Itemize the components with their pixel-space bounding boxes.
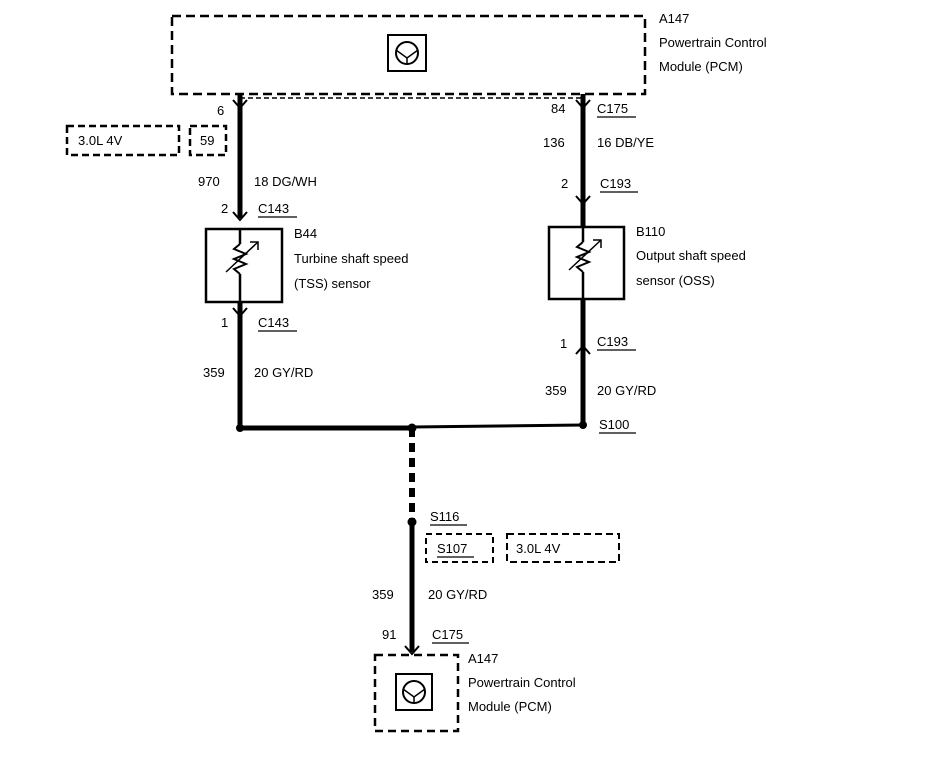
bottom-circuit: 359 bbox=[372, 587, 394, 602]
pcm-top-icon bbox=[387, 34, 427, 72]
left-pcm-pin-arrow bbox=[232, 99, 248, 110]
bottom-wire: 20 GY/RD bbox=[428, 587, 487, 602]
left-alt-pin-box bbox=[188, 124, 228, 157]
right-circuit: 136 bbox=[543, 135, 565, 150]
left-pin-bottom: 1 bbox=[221, 315, 228, 330]
left-engine-tag: 3.0L 4V bbox=[78, 133, 123, 148]
pcm-bottom-id: A147 bbox=[468, 651, 498, 666]
left-c143-top-arrow bbox=[232, 211, 248, 222]
right-pin-bottom: 1 bbox=[560, 336, 567, 351]
splice-bus-right bbox=[411, 423, 584, 429]
splice-engine-tag: 3.0L 4V bbox=[516, 541, 561, 556]
left-pin-top: 2 bbox=[221, 201, 228, 216]
pcm-bottom-line2: Module (PCM) bbox=[468, 699, 552, 714]
tss-sensor-line1: Turbine shaft speed bbox=[294, 251, 408, 266]
right-c193-top-arrow bbox=[575, 195, 591, 206]
tss-sensor-line2: (TSS) sensor bbox=[294, 276, 371, 291]
right-connector-bottom: C193 bbox=[597, 334, 628, 349]
oss-sensor-id: B110 bbox=[636, 224, 665, 239]
pcm-bottom-icon bbox=[395, 673, 433, 711]
tss-sensor-symbol bbox=[225, 229, 259, 302]
bottom-c175-arrow bbox=[404, 645, 420, 656]
oss-sensor-symbol bbox=[568, 227, 602, 299]
bottom-connector: C175 bbox=[432, 627, 463, 642]
pcm-bottom-box bbox=[373, 653, 460, 733]
left-connector-bottom: C143 bbox=[258, 315, 289, 330]
right-connector-top: C193 bbox=[600, 176, 631, 191]
right-pin-pcm: 84 bbox=[551, 101, 565, 116]
pcm-bottom-line1: Powertrain Control bbox=[468, 675, 576, 690]
bottom-pin: 91 bbox=[382, 627, 396, 642]
right-wire-bottom-label: 20 GY/RD bbox=[597, 383, 656, 398]
splice-node-left bbox=[236, 424, 244, 432]
splice-engine-tag-box bbox=[506, 533, 620, 563]
splice-main-label: S100 bbox=[599, 417, 629, 432]
oss-sensor-line1: Output shaft speed bbox=[636, 248, 746, 263]
right-circuit-bottom: 359 bbox=[545, 383, 567, 398]
splice-alt-label: S116 bbox=[430, 509, 459, 524]
pcm-top-line2: Module (PCM) bbox=[659, 59, 743, 74]
right-pcm-pin-arrow bbox=[575, 99, 591, 110]
right-pin-top: 2 bbox=[561, 176, 568, 191]
splice-alt2-box bbox=[425, 533, 494, 563]
splice-alt2-label: S107 bbox=[437, 541, 467, 556]
right-connector-pcm: C175 bbox=[597, 101, 628, 116]
right-wire: 16 DB/YE bbox=[597, 135, 654, 150]
left-circuit-bottom: 359 bbox=[203, 365, 225, 380]
pcm-top-id: A147 bbox=[659, 11, 689, 26]
left-pin-pcm: 6 bbox=[217, 103, 224, 118]
left-connector-top: C143 bbox=[258, 201, 289, 216]
left-engine-tag-box bbox=[65, 124, 181, 157]
pcm-top-line1: Powertrain Control bbox=[659, 35, 767, 50]
left-wire: 18 DG/WH bbox=[254, 174, 317, 189]
left-alt-pin: 59 bbox=[200, 133, 214, 148]
oss-sensor-line2: sensor (OSS) bbox=[636, 273, 715, 288]
left-wire-bottom-label: 20 GY/RD bbox=[254, 365, 313, 380]
splice-node-right bbox=[579, 421, 587, 429]
right-c193-bottom-arrow bbox=[575, 344, 591, 355]
pcm-top-box bbox=[170, 14, 647, 96]
tss-sensor-id: B44 bbox=[294, 226, 317, 241]
left-circuit: 970 bbox=[198, 174, 220, 189]
left-c143-bottom-arrow bbox=[232, 307, 248, 318]
